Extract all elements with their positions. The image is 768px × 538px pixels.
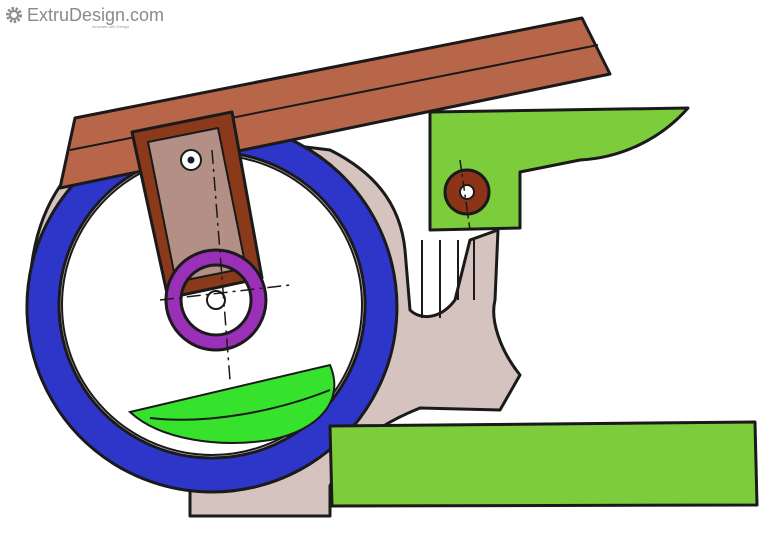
watermark-tagline: Innovate with Design	[92, 24, 130, 29]
bottom-green-segment	[127, 363, 336, 444]
center-line-right	[459, 159, 471, 231]
right-green-upper	[428, 106, 690, 232]
center-line-horizontal	[159, 284, 291, 301]
center-line-vertical	[211, 149, 231, 381]
bottom-green-inner-arc	[149, 389, 331, 421]
cam-center-hole	[206, 290, 226, 310]
slot-left	[421, 240, 441, 318]
watermark: ExtruDesign.com Innovate with Design	[4, 4, 165, 29]
bracket-upper-pin-center	[187, 156, 195, 164]
right-pivot-hole	[459, 184, 475, 200]
slot-right	[457, 240, 475, 300]
watermark-brand: ExtruDesign.com	[27, 4, 165, 25]
right-green-lower	[328, 420, 759, 508]
blue-ring	[25, 120, 399, 494]
gear-icon	[6, 7, 22, 23]
cam-ring	[164, 248, 268, 352]
